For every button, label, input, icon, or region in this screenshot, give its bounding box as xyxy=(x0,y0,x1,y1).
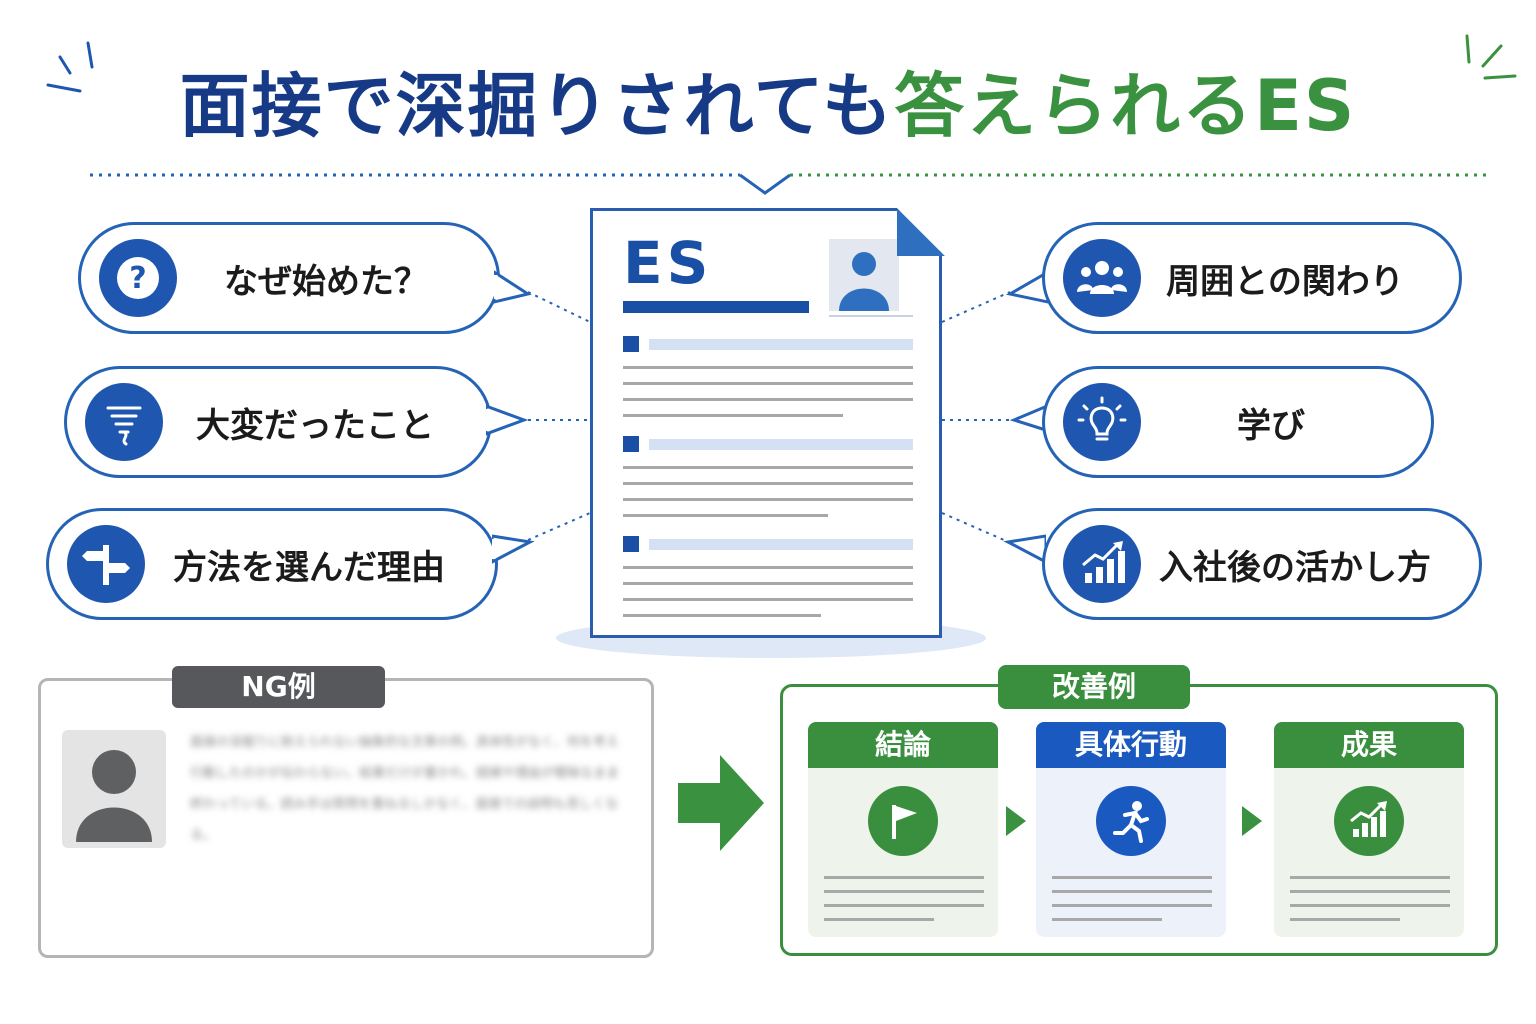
step-conclusion: 結論 xyxy=(808,722,998,937)
bubble-label: 学び xyxy=(1237,405,1305,446)
tornado-icon xyxy=(85,383,163,461)
running-person-icon xyxy=(1096,786,1166,856)
question-icon: ? xyxy=(99,239,177,317)
bubble-tail xyxy=(494,270,532,304)
lightbulb-icon xyxy=(1063,383,1141,461)
signpost-icon xyxy=(67,525,145,603)
title-part-1: 面接で深掘りされても xyxy=(179,65,895,147)
step-specific-action: 具体行動 xyxy=(1036,722,1226,937)
growth-chart-icon xyxy=(1063,525,1141,603)
bubble-label: 周囲との関わり xyxy=(1166,261,1404,302)
bubble-difficulty: 大変だったこと xyxy=(64,366,492,478)
chevron-right-icon xyxy=(1006,806,1026,836)
ng-example-tab: NG例 xyxy=(172,666,385,708)
bubble-learning: 学び xyxy=(1042,366,1434,478)
bubble-tail xyxy=(1005,270,1048,304)
bubble-label: 入社後の活かし方 xyxy=(1159,547,1431,588)
folded-corner-icon xyxy=(897,208,945,256)
step-label: 具体行動 xyxy=(1036,722,1226,768)
bubble-label: 方法を選んだ理由 xyxy=(173,547,445,588)
sparkle-left-icon xyxy=(46,41,94,93)
bubble-method-reason: 方法を選んだ理由 xyxy=(46,508,498,620)
avatar xyxy=(829,239,899,311)
bubble-label: なぜ始めた？ xyxy=(224,261,428,302)
ng-blurred-text: 面接の深掘りに耐えられない抽象的な文章の例。具体性がなく、何を考え行動したのかが… xyxy=(190,735,620,843)
growth-chart-icon xyxy=(1334,786,1404,856)
document-heading-underline xyxy=(623,301,809,313)
bubble-tail xyxy=(486,404,529,436)
bubble-tail xyxy=(1003,534,1046,564)
flag-icon xyxy=(868,786,938,856)
page-title: 面接で深掘りされても答えられるES xyxy=(0,50,1536,151)
bubble-tail xyxy=(492,534,535,564)
bubble-why-started: ? なぜ始めた？ xyxy=(78,222,500,334)
arrow-right-icon xyxy=(678,755,764,851)
document-body-lines xyxy=(623,336,913,617)
title-part-2: 答えられるES xyxy=(894,65,1357,147)
step-label: 結論 xyxy=(808,722,998,768)
ng-avatar xyxy=(62,730,166,848)
improved-example-tab: 改善例 xyxy=(998,665,1190,709)
people-icon xyxy=(1063,239,1141,317)
es-document: ES xyxy=(590,208,945,638)
title-divider xyxy=(90,173,1490,195)
step-label: 成果 xyxy=(1274,722,1464,768)
document-heading: ES xyxy=(623,229,713,297)
sparkle-right-icon xyxy=(1465,34,1517,80)
step-result: 成果 xyxy=(1274,722,1464,937)
bubble-future-use: 入社後の活かし方 xyxy=(1042,508,1482,620)
svg-text:?: ? xyxy=(129,261,146,296)
bubble-label: 大変だったこと xyxy=(196,405,434,446)
chevron-right-icon xyxy=(1242,806,1262,836)
bubble-relationships: 周囲との関わり xyxy=(1042,222,1462,334)
